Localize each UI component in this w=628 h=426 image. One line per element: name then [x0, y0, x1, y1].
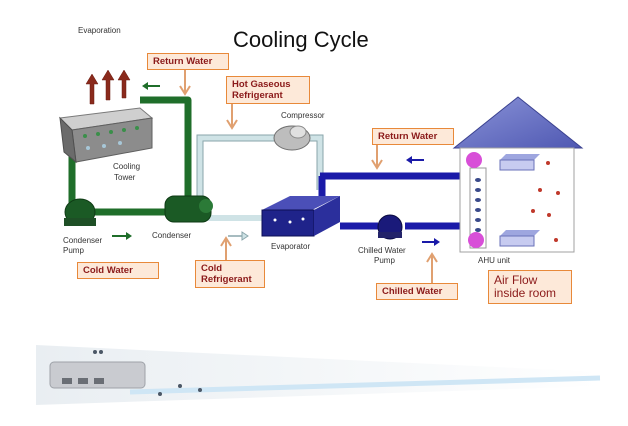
evaporation-label: Evaporation [78, 26, 121, 35]
page-title: Cooling Cycle [233, 27, 369, 52]
air-flow-line2: inside room [494, 286, 557, 300]
condenser-pump [64, 198, 96, 226]
cooling-tower-label-line2: Tower [114, 173, 136, 182]
evaporation-arrows [85, 69, 131, 105]
ahu-unit-label: AHU unit [478, 256, 511, 265]
chilled-water-pipes [318, 172, 470, 230]
callout-arrows [179, 68, 438, 284]
condenser-pump-label-line1: Condenser [63, 236, 103, 245]
flow-arrows [112, 82, 440, 246]
hot-gaseous-line1: Hot Gaseous [232, 79, 291, 90]
refrigerant-pipes [197, 135, 323, 221]
return-water-callout-right: Return Water [372, 128, 454, 145]
cooling-tower-label-line1: Cooling [113, 162, 141, 171]
condenser-label: Condenser [152, 231, 192, 240]
air-flow-callout: Air Flow inside room [488, 270, 572, 304]
cold-refrigerant-callout: Cold Refrigerant [195, 260, 265, 288]
cold-refrigerant-line1: Cold [201, 263, 223, 274]
cold-refrigerant-line2: Refrigerant [201, 274, 252, 285]
cooling-tower [58, 107, 154, 164]
evaporator-label: Evaporator [271, 242, 311, 251]
chilled-water-pump-label-line2: Pump [374, 256, 395, 265]
hot-gaseous-refrigerant-callout: Hot Gaseous Refrigerant [226, 76, 310, 104]
cold-water-callout: Cold Water [77, 262, 159, 279]
hot-gaseous-line2: Refrigerant [232, 90, 283, 101]
condenser-pump-label-line2: Pump [63, 246, 84, 255]
chilled-water-pump [377, 214, 403, 240]
chilled-water-callout: Chilled Water [376, 283, 458, 300]
compressor-label: Compressor [281, 111, 325, 120]
footer-decoration [36, 345, 601, 405]
chilled-water-pump-label-line1: Chilled Water [358, 246, 406, 255]
compressor [273, 125, 311, 151]
condenser [164, 195, 213, 223]
air-flow-line1: Air Flow [494, 273, 538, 287]
room-house [452, 96, 584, 253]
return-water-callout-top: Return Water [147, 53, 229, 70]
evaporator [261, 196, 340, 237]
